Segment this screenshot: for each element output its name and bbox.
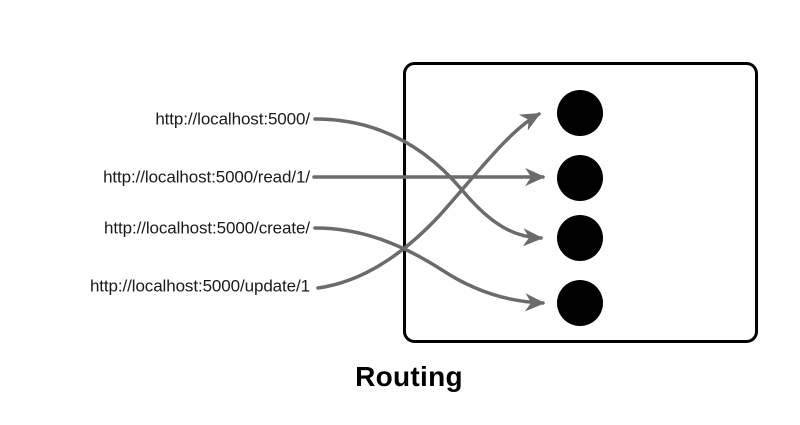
endpoint-node-1 [557,90,603,136]
router-box [403,62,758,343]
route-url-label-1: http://localhost:5000/ [155,109,310,129]
route-arrow-1 [313,117,544,247]
route-arrow-3 [313,226,546,312]
diagram-title: Routing [355,361,463,392]
endpoint-node-4 [557,280,603,326]
route-url-label-4: http://localhost:5000/update/1 [89,276,310,296]
endpoint-node-3 [557,215,603,261]
endpoint-node-2 [557,155,603,201]
route-arrow-4 [316,112,541,290]
route-url-label-3: http://localhost:5000/create/ [104,218,310,238]
route-url-label-2: http://localhost:5000/read/1/ [103,167,310,187]
